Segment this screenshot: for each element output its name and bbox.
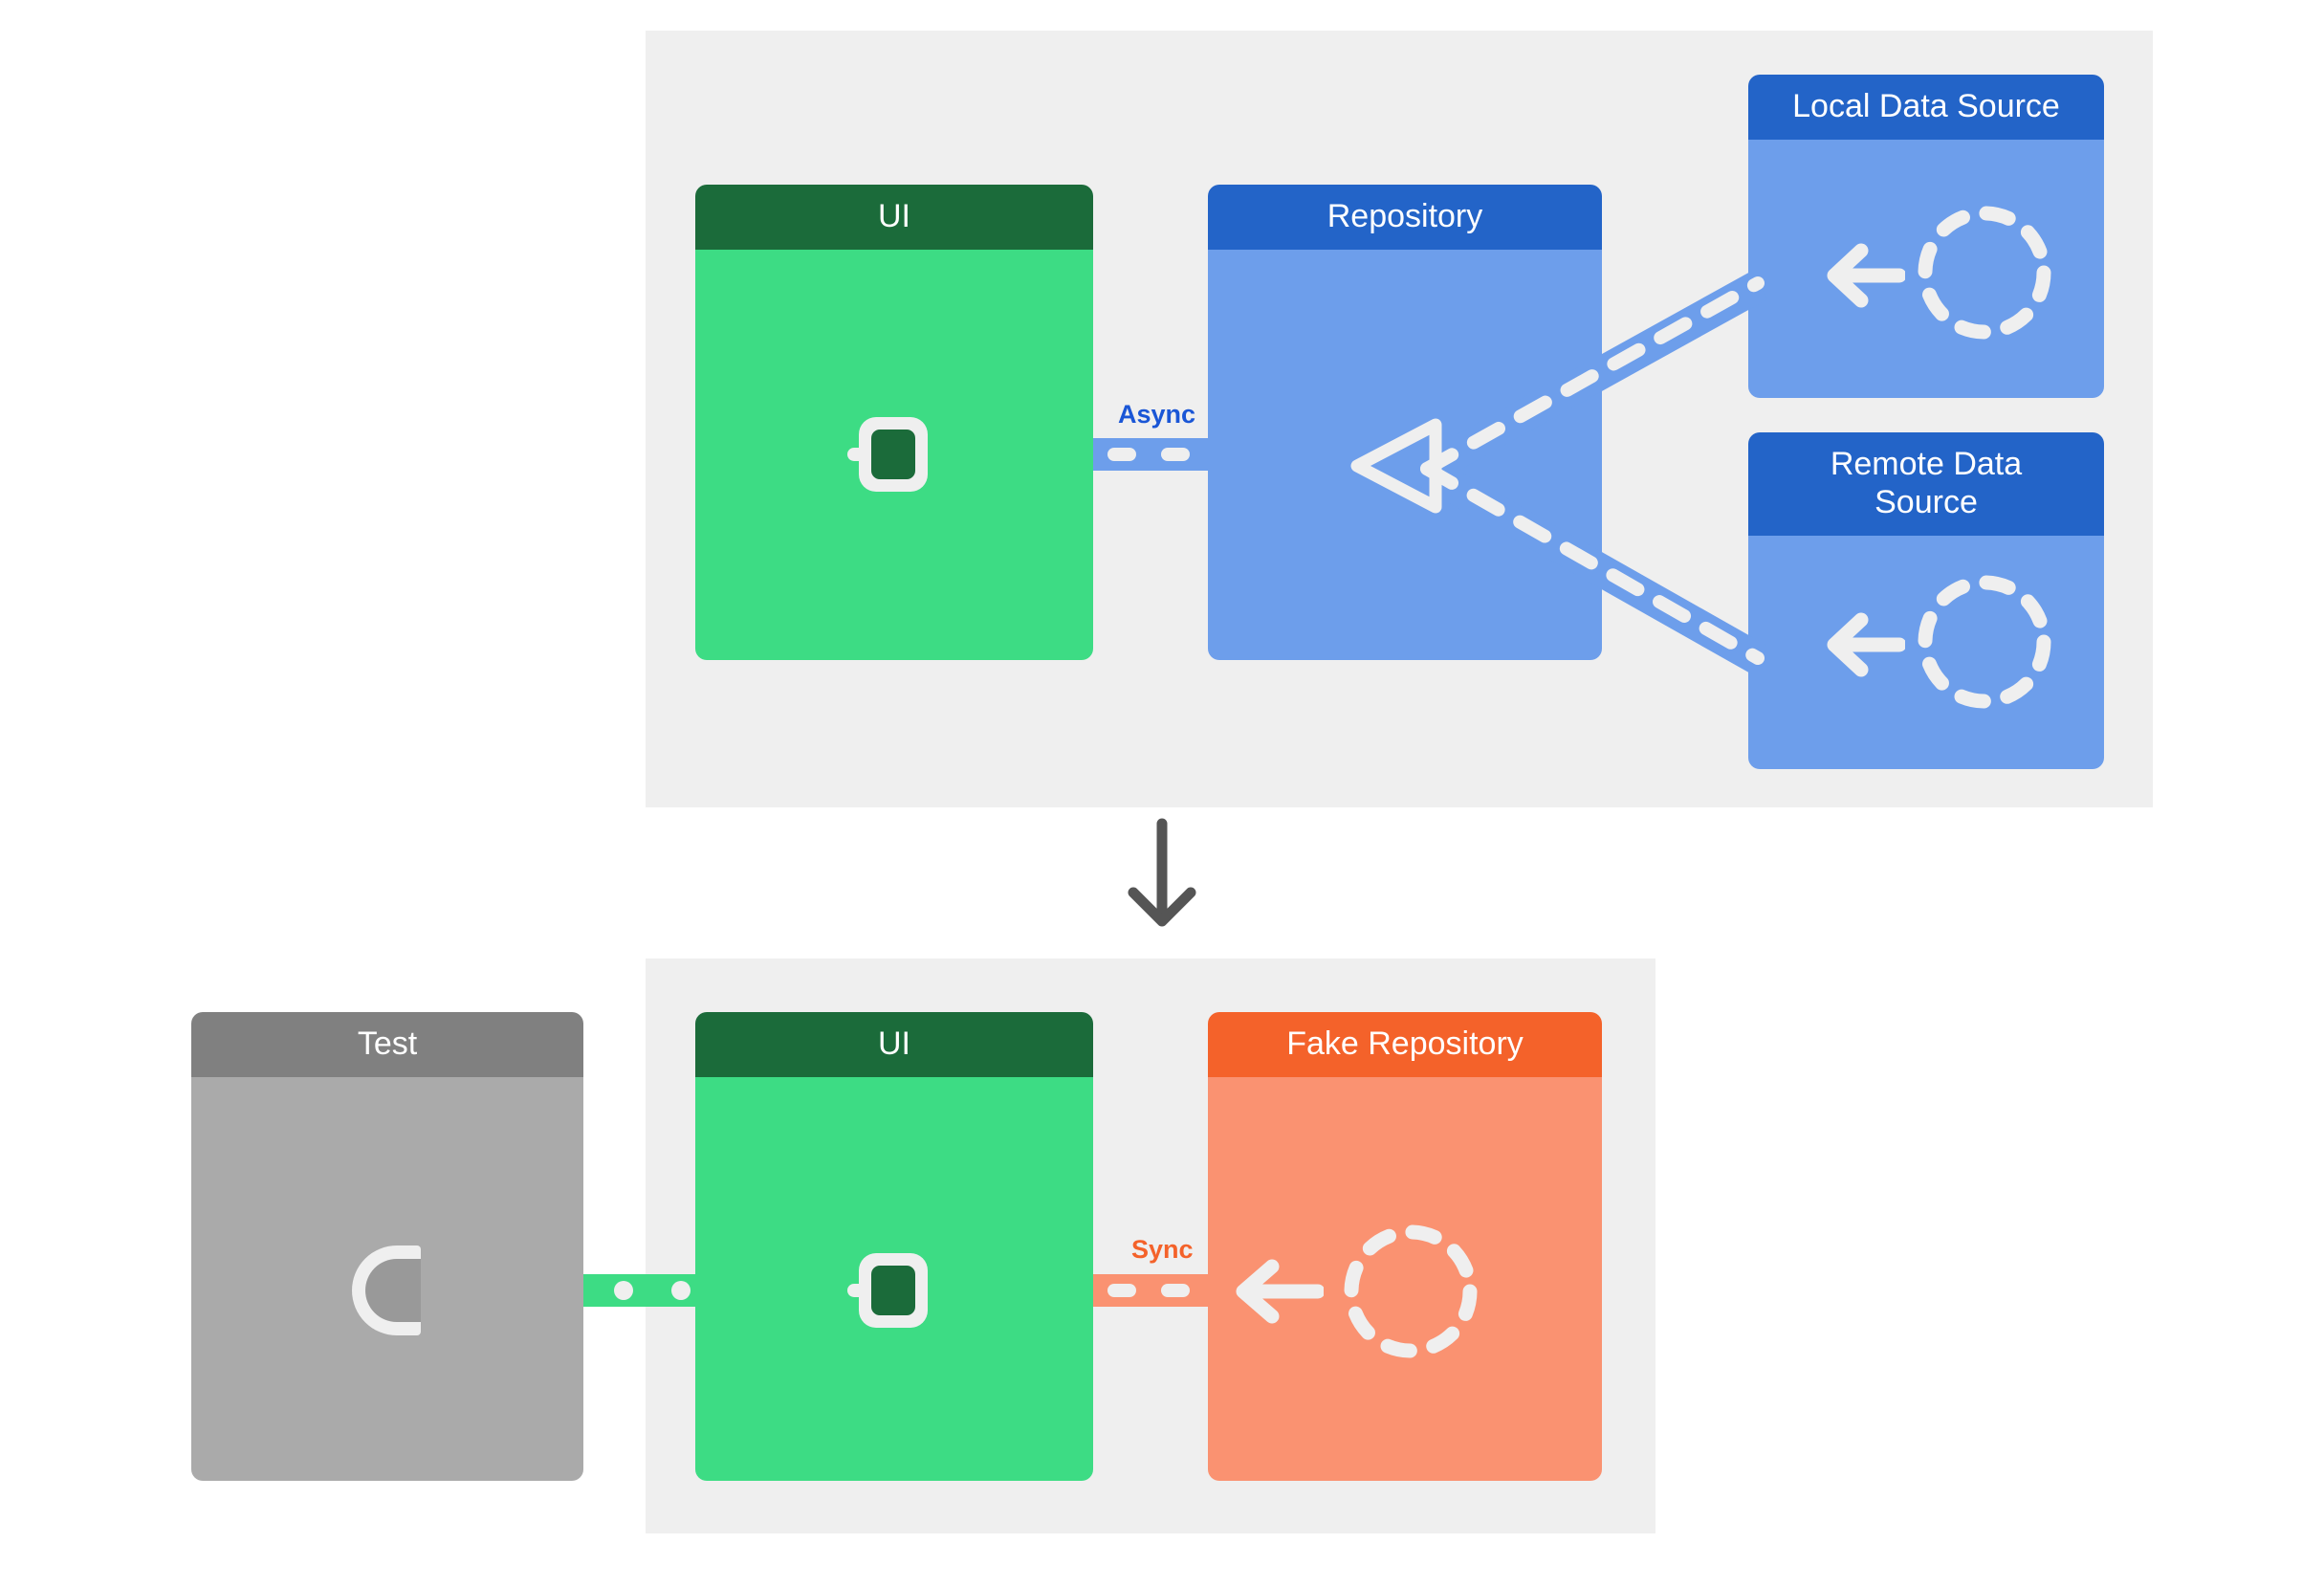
node-body: [1208, 1077, 1602, 1481]
triangle-left-icon: [1350, 418, 1442, 514]
port-core: [871, 430, 915, 479]
node-title: UI: [695, 1012, 1093, 1078]
dashed-circle-icon: [1918, 206, 2051, 340]
port-core: [871, 1266, 915, 1315]
dash: [1107, 448, 1136, 461]
dash: [1161, 1284, 1190, 1297]
node-title: Remote Data Source: [1748, 432, 2104, 537]
node-ui-test[interactable]: UI: [695, 1012, 1093, 1481]
node-title: Test: [191, 1012, 583, 1078]
edge-label-async: Async: [1118, 400, 1196, 429]
dot: [614, 1281, 633, 1300]
dash: [1161, 448, 1190, 461]
dash: [1107, 1284, 1136, 1297]
arrow-left-icon: [1236, 1259, 1324, 1324]
node-title: Repository: [1208, 185, 1602, 251]
arrow-left-icon: [1827, 612, 1905, 677]
dot: [671, 1281, 691, 1300]
node-repository[interactable]: Repository: [1208, 185, 1602, 660]
arrow-down-icon: [1128, 818, 1196, 927]
square-port-nub: [847, 1284, 868, 1297]
dashed-circle-icon: [1344, 1224, 1478, 1358]
node-title: Local Data Source: [1748, 75, 2104, 141]
square-port-icon[interactable]: [859, 1253, 928, 1328]
dashed-circle-icon: [1918, 575, 2051, 709]
square-port-nub: [847, 448, 868, 461]
socket-inner: [365, 1259, 421, 1322]
square-port-icon[interactable]: [859, 417, 928, 492]
arrow-left-icon: [1827, 243, 1905, 308]
edge-label-sync: Sync: [1131, 1235, 1194, 1264]
node-title: UI: [695, 185, 1093, 251]
node-body: [1208, 250, 1602, 660]
repository-to-datasources-connectors: [1416, 271, 1768, 674]
socket-port-icon[interactable]: [352, 1245, 421, 1335]
node-fake-repository[interactable]: Fake Repository: [1208, 1012, 1602, 1481]
node-title: Fake Repository: [1208, 1012, 1602, 1078]
